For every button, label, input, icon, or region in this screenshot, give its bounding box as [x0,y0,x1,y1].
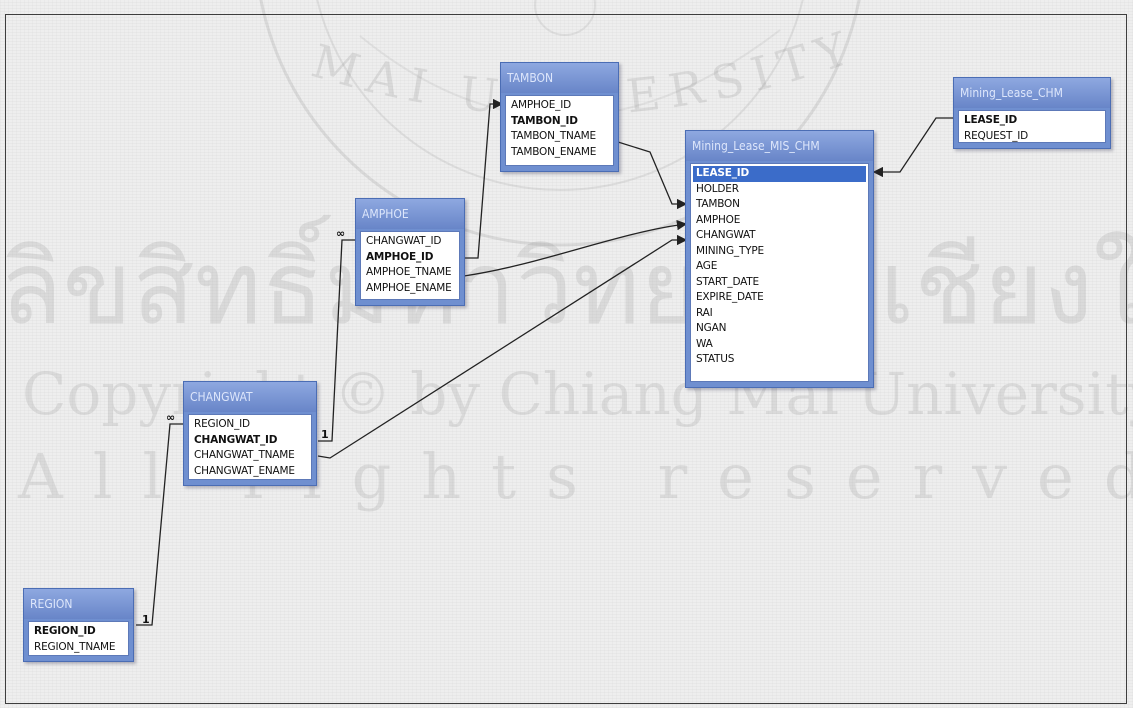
table-title[interactable]: Mining_Lease_CHM [954,78,1110,108]
field-row[interactable]: CHANGWAT_TNAME [194,449,295,461]
field-row[interactable]: TAMBON [696,198,740,210]
field-row[interactable]: AGE [696,260,718,272]
field-list: REGION_ID CHANGWAT_ID CHANGWAT_TNAME CHANGW… [188,414,312,480]
field-row[interactable]: EXPIRE_DATE [696,291,764,303]
field-row[interactable]: CHANGWAT [696,229,756,241]
field-row[interactable]: CHANGWAT_ENAME [194,464,295,477]
rel-changwat-amphoe-many: ∞ [336,227,345,240]
diagram-frame [5,14,1127,704]
table-changwat[interactable]: CHANGWAT REGION_ID CHANGWAT_ID CHANGWAT_TN… [183,381,317,486]
field-row[interactable]: TAMBON_ID [511,114,578,127]
field-list: REGION_ID REGION_TNAME [28,621,129,656]
table-mining-lease-chm[interactable]: Mining_Lease_CHM LEASE_ID REQUEST_ID [953,77,1111,149]
field-row[interactable]: LEASE_ID [693,166,866,182]
rel-miningchm-mining[interactable] [872,117,953,178]
field-row[interactable]: MINING_TYPE [696,244,764,257]
field-row[interactable]: REGION_ID [194,418,250,430]
rel-region-changwat-many: ∞ [166,411,175,424]
table-title[interactable]: REGION [24,589,133,619]
field-row[interactable]: TAMBON_TNAME [511,130,596,142]
rel-changwat-amphoe[interactable] [318,239,356,442]
rel-tambon-mining[interactable] [617,141,688,210]
table-region[interactable]: REGION REGION_ID REGION_TNAME [23,588,134,662]
thai-copyright-watermark: ลิขสิทธิ์มหาวิทยาลัยเชียงใหม่ [0,229,1133,348]
table-title[interactable]: Mining_Lease_MIS_CHM [686,131,873,161]
table-tambon[interactable]: TAMBON AMPHOE_ID TAMBON_ID TAMBON_TNAME TAM… [500,62,619,172]
field-row[interactable]: NGAN [696,322,727,334]
table-title[interactable]: CHANGWAT [184,382,316,412]
table-title[interactable]: AMPHOE [356,199,464,229]
field-row[interactable]: LEASE_ID [964,114,1017,126]
field-row[interactable]: AMPHOE_ENAME [366,281,452,294]
field-row[interactable]: RAI [696,306,713,319]
field-row[interactable]: REGION_TNAME [34,640,116,653]
table-amphoe[interactable]: AMPHOE CHANGWAT_ID AMPHOE_ID AMPHOE_TNAME A… [355,198,465,306]
rel-changwat-amphoe-one: 1 [321,428,329,441]
field-row[interactable]: AMPHOE [696,213,741,226]
rel-amphoe-mining[interactable] [463,219,688,277]
field-row[interactable]: AMPHOE_ID [366,250,434,263]
field-row[interactable]: CHANGWAT_ID [366,235,442,247]
field-row[interactable]: AMPHOE_ID [511,99,572,111]
field-list: AMPHOE_ID TAMBON_ID TAMBON_TNAME TAMBON_ENA… [505,95,614,166]
field-list: CHANGWAT_ID AMPHOE_ID AMPHOE_TNAME AMPHOE_E… [360,231,460,300]
field-row[interactable]: STATUS [696,353,735,365]
table-title[interactable]: TAMBON [501,63,618,93]
rel-changwat-mining[interactable] [317,234,688,459]
field-row[interactable]: AMPHOE_TNAME [366,266,452,278]
rel-region-changwat-one: 1 [142,613,150,626]
field-row[interactable]: REQUEST_ID [964,129,1029,142]
field-row[interactable]: CHANGWAT_ID [194,433,278,446]
field-row[interactable]: HOLDER [696,182,739,195]
rel-region-changwat[interactable] [136,423,184,626]
field-list: LEASE_ID REQUEST_ID [958,110,1106,143]
field-row[interactable]: START_DATE [696,275,759,288]
field-row[interactable]: REGION_ID [34,625,96,637]
rel-amphoe-tambon[interactable] [464,98,504,259]
field-row[interactable]: WA [696,337,713,350]
field-row[interactable]: TAMBON_ENAME [511,145,597,158]
